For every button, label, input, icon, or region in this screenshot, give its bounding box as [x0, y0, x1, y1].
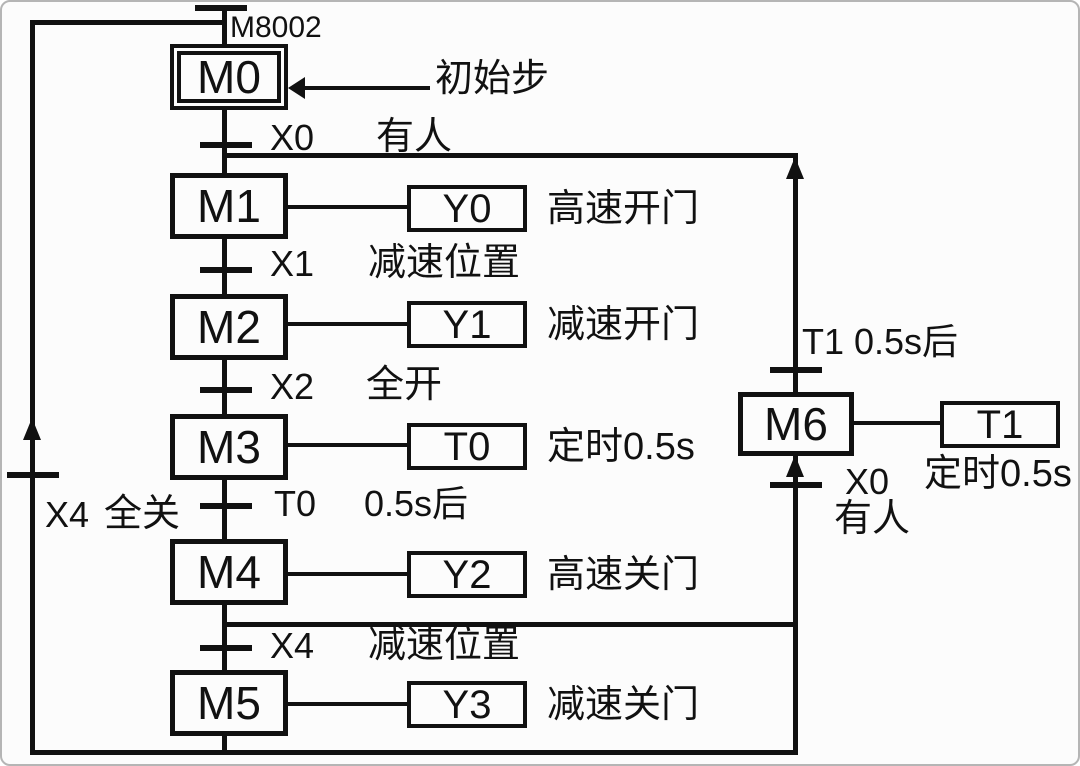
- step-m1: M1: [170, 173, 288, 239]
- action-y2: Y2: [407, 551, 527, 598]
- step-m5: M5: [170, 670, 288, 736]
- step-m3-label: M3: [197, 421, 261, 473]
- step-m3: M3: [170, 414, 288, 480]
- step-m4-label: M4: [197, 546, 261, 598]
- step-m0-label: M0: [197, 51, 261, 103]
- action-y1: Y1: [407, 301, 527, 348]
- action-t1-label: T1: [976, 402, 1024, 447]
- action-y2-label: Y2: [442, 552, 492, 597]
- step-m2-label: M2: [197, 301, 261, 353]
- transition-label-x4-slow-condition: 减速位置: [368, 624, 521, 666]
- transition-label-m8002: M8002: [230, 11, 322, 44]
- transition-label-x2-condition: 全开: [366, 364, 443, 406]
- action-y1-label: Y1: [442, 302, 492, 347]
- transition-label-x4-closed-condition: 全关: [104, 493, 181, 535]
- step-m5-label: M5: [197, 677, 261, 729]
- flow-line-m5-bottom: [222, 736, 227, 752]
- transition-label-x4-slow-signal: X4: [270, 625, 315, 666]
- step-m6: M6: [738, 392, 854, 456]
- action-t1-desc: 定时0.5s: [924, 453, 1072, 495]
- transition-bar-x1: [200, 267, 252, 273]
- flow-line-top-stub: [222, 11, 227, 44]
- action-t0: T0: [407, 423, 527, 470]
- connector-m4-y2: [288, 572, 407, 576]
- initial-step-arrow-icon: [288, 77, 305, 99]
- initial-step-annotation: 初始步: [435, 58, 550, 100]
- transition-label-t1-done: T1 0.5s后: [802, 321, 959, 362]
- flow-line-m4-branch: [222, 622, 798, 627]
- transition-bar-t1: [770, 367, 822, 373]
- action-t1: T1: [940, 401, 1060, 448]
- action-y3-label: Y3: [442, 682, 492, 727]
- connector-m5-y3: [288, 702, 407, 706]
- flow-line-reopen-top: [222, 153, 798, 158]
- transition-label-t0-signal: T0: [274, 483, 317, 524]
- flow-line-bottom: [30, 750, 798, 755]
- transition-label-x0-condition: 有人: [376, 116, 453, 158]
- step-m2: M2: [170, 294, 288, 360]
- transition-label-t0-condition: 0.5s后: [364, 483, 469, 524]
- step-m0: M0: [170, 44, 288, 110]
- connector-m1-y0: [288, 205, 407, 209]
- reopen-arrow-top-icon: [786, 157, 804, 179]
- action-y0-desc: 高速开门: [547, 188, 700, 230]
- connector-m2-y1: [288, 322, 407, 326]
- connector-m3-t0: [288, 443, 407, 447]
- transition-bar-x4-closed: [7, 472, 59, 478]
- flow-line-return-top: [30, 20, 227, 25]
- return-arrow-up-icon: [23, 418, 41, 440]
- transition-label-x1-condition: 减速位置: [368, 242, 521, 284]
- initial-step-arrow-shaft: [302, 86, 430, 90]
- transition-bar-x2: [200, 387, 252, 393]
- action-y0: Y0: [407, 185, 527, 232]
- flow-line-m3-m4: [222, 480, 227, 539]
- transition-label-x1-signal: X1: [270, 243, 315, 284]
- flow-line-right-upper: [793, 158, 798, 392]
- step-m6-label: M6: [764, 398, 828, 450]
- step-m0-inner-border: [177, 51, 281, 103]
- step-m1-label: M1: [197, 180, 261, 232]
- action-t0-desc: 定时0.5s: [547, 426, 695, 468]
- action-y3: Y3: [407, 681, 527, 728]
- transition-bar-x4-slow: [200, 645, 252, 651]
- action-y0-label: Y0: [442, 186, 492, 231]
- transition-label-x4-closed-signal: X4: [45, 494, 90, 535]
- flow-line-return-left: [30, 20, 35, 755]
- transition-bar-t0: [200, 503, 252, 509]
- action-y3-desc: 减速关门: [547, 684, 700, 726]
- connector-m6-t1: [854, 421, 942, 425]
- flow-line-right-lower: [793, 456, 798, 750]
- flow-line-m0-m1: [222, 110, 227, 173]
- action-t0-label: T0: [443, 424, 491, 469]
- step-m4: M4: [170, 539, 288, 605]
- flow-line-m4-m5: [222, 605, 227, 670]
- flow-line-m1-m2: [222, 239, 227, 294]
- transition-label-x0-reopen-condition: 有人: [834, 498, 911, 540]
- action-y2-desc: 高速关门: [547, 554, 700, 596]
- transition-label-x0-signal: X0: [270, 117, 315, 158]
- transition-label-x2-signal: X2: [270, 366, 315, 407]
- transition-bar-x0: [200, 142, 252, 148]
- transition-label-x0-reopen-signal: X0: [845, 461, 890, 502]
- transition-bar-m8002: [195, 5, 247, 11]
- transition-bar-x0-reopen: [770, 482, 822, 488]
- arrow-into-m6-icon: [786, 455, 804, 477]
- action-y1-desc: 减速开门: [547, 304, 700, 346]
